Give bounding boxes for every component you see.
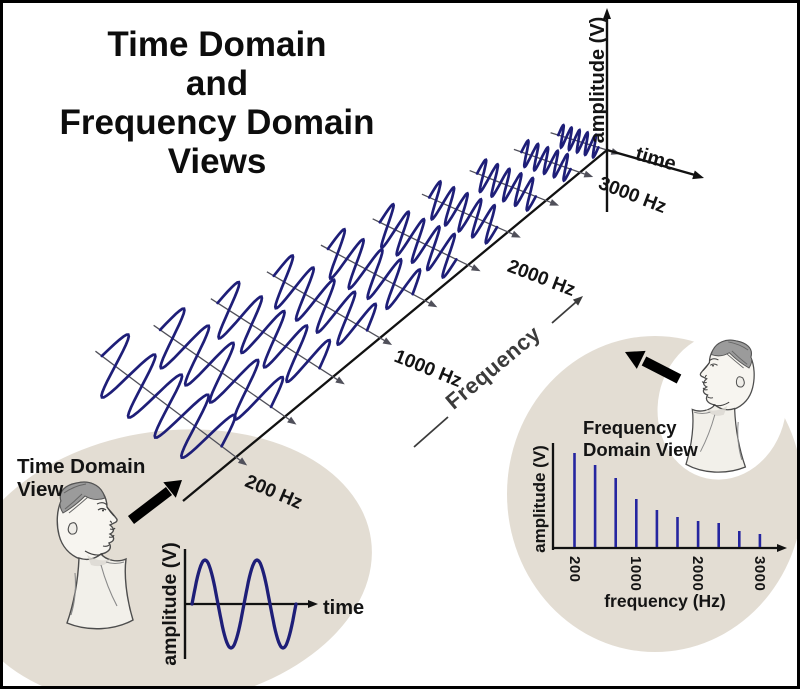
frequency-domain-arrow [625,350,682,384]
wave-time-axis-arrowhead [382,337,393,345]
time-domain-sine [190,558,298,650]
title-line-1: Time Domain [107,25,327,64]
wave-time-axis-arrowhead [287,416,297,425]
sine-wave [216,280,332,384]
wave-row-1333hz [320,227,438,311]
time-domain-face-sketch [56,481,134,630]
time-plot-xlabel: time [323,597,365,619]
time-domain-callout-line2: View [17,478,64,501]
time-plot-ylabel: amplitude (V) [159,542,181,666]
spectrum-tick-200: 200 [565,556,583,583]
wave-time-axis-arrowhead [427,299,438,308]
frequency-domain-callout-line2: Domain View [583,439,698,460]
time-domain-arrow [127,480,182,524]
sine-wave [475,158,538,212]
spectrum-tick-1000: 1000 [627,556,645,592]
title-line-2: and [185,64,249,103]
wave-row-200hz [95,333,248,466]
spectrum-lines [573,453,762,547]
wave-time-axis-arrowhead [237,457,248,466]
sine-wave [272,253,378,347]
spectrum-ylabel: amplitude (V) [530,445,549,553]
sine-wave [556,123,600,160]
diagram-artwork [3,8,797,686]
spectrum-tick-3000: 3000 [750,556,768,592]
sine-wave [158,307,285,422]
wave-row-2000hz [421,179,521,245]
time-domain-callout-label: Time Domain View [17,455,145,501]
wave-row-733hz [210,280,345,385]
wave-row-2333hz [469,158,560,212]
diagram-title: Time Domain and Frequency Domain Views [11,25,423,181]
wave-row-3000hz [550,123,621,160]
frequency-domain-plot [551,443,787,552]
time-domain-callout-line1: Time Domain [17,455,146,478]
title-line-4: Views [167,142,267,181]
title-line-3: Frequency Domain [59,103,375,142]
frequency-domain-callout-label: Frequency Domain View [583,417,698,461]
wave-time-axis-arrowhead [470,264,481,272]
sine-wave [100,333,237,459]
frequency-annotation-arrow [413,296,583,448]
wave-time-axis-arrowhead [583,170,594,178]
wave-time-axis-arrowhead [511,230,521,238]
sine-wave [326,227,422,311]
waveform-fan [95,123,621,466]
sine-wave [378,202,458,279]
wave-row-1000hz [266,253,393,347]
spectrum-xlabel: frequency (Hz) [604,591,726,611]
frequency-diagonal-axis [182,149,608,502]
sine-wave [427,179,499,245]
wave-row-2667hz [513,138,594,183]
sine-wave [520,138,572,183]
wave-time-axis-arrowhead [335,376,345,385]
wave-row-1667hz [372,202,481,279]
time-domain-plot [183,549,318,659]
amplitude-axis-label: amplitude (V) [587,16,609,144]
spectrum-tick-2000: 2000 [689,556,707,592]
wave-time-axis-arrowhead [549,199,560,206]
wave-row-467hz [153,307,297,425]
frequency-domain-callout-line1: Frequency [583,417,677,438]
amplitude-time-axes [603,8,704,212]
